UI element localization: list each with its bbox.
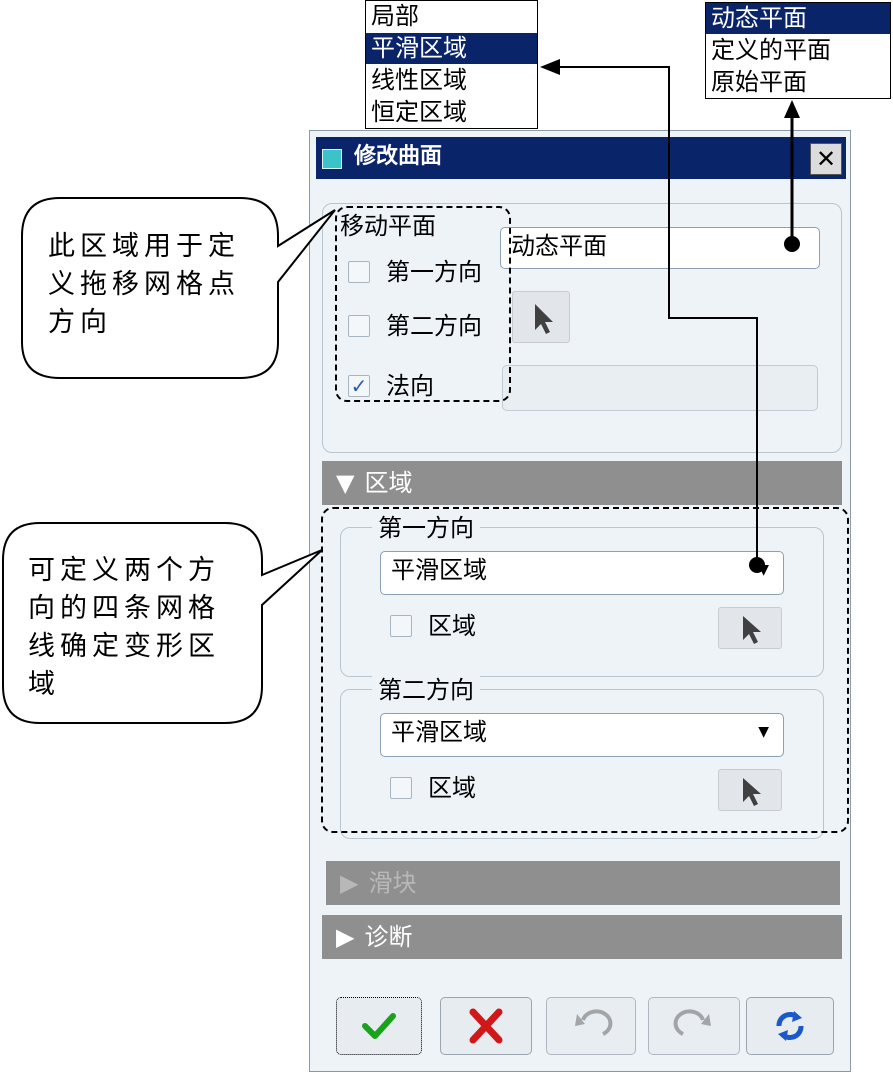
diagnosis-section-header[interactable]: ▶ 诊断 [322,915,842,959]
callout-bottom-line: 线确定变形区 [28,631,220,662]
first-direction-label: 第一方向 [386,258,482,286]
first-direction-region-select-button[interactable] [718,607,782,649]
plane-option-dynamic[interactable]: 动态平面 [706,3,890,34]
region-option-local[interactable]: 局部 [371,2,419,30]
cancel-button[interactable] [440,997,532,1055]
move-plane-highlight [335,206,511,402]
normal-label: 法向 [386,372,434,400]
region-option-constant[interactable]: 恒定区域 [371,98,467,126]
callout-top-line: 方向 [48,307,112,338]
callout-bottom-line: 域 [28,669,60,700]
refresh-icon [776,1011,804,1041]
region-option-linear[interactable]: 线性区域 [371,66,467,94]
region-highlight [321,507,849,833]
move-plane-legend: 移动平面 [340,212,436,240]
red-x-icon [469,1008,503,1044]
undo-icon [575,1009,613,1036]
first-direction-checkbox[interactable] [348,261,370,283]
cursor-arrow-icon [535,304,553,334]
callout-top-text: 此区域用于定 义拖移网格点 方向 [48,228,240,342]
region-option-smooth[interactable]: 平滑区域 [366,33,537,64]
dialog-app-icon [322,149,342,169]
triangle-right-icon: ▶ [336,923,355,951]
diagnosis-section-title: 诊断 [364,923,413,951]
close-button[interactable]: ✕ [810,143,842,175]
first-direction-region-checkbox[interactable] [390,615,412,637]
second-direction-region-checkbox[interactable] [390,777,412,799]
region-second-direction-group [340,689,824,839]
undo-button[interactable] [546,997,636,1055]
plane-type-popup: 动态平面 定义的平面 原始平面 [705,2,891,99]
second-direction-region-value: 平滑区域 [391,718,487,746]
region-section-title: 区域 [364,469,413,497]
callout-bottom-line: 向的四条网格 [28,593,220,624]
region-second-direction-legend: 第二方向 [372,675,480,705]
dialog-title: 修改曲面 [354,144,443,169]
plane-option-defined[interactable]: 定义的平面 [711,36,831,64]
region-type-popup: 局部 平滑区域 线性区域 恒定区域 [365,0,538,129]
triangle-right-icon: ▶ [340,869,359,897]
plane-option-original[interactable]: 原始平面 [711,68,807,96]
close-icon: ✕ [815,145,837,173]
cursor-arrow-icon [743,778,761,806]
second-direction-checkbox[interactable] [348,315,370,337]
normal-checkbox[interactable]: ✓ [348,375,370,397]
ok-button[interactable] [336,997,422,1055]
redo-icon [673,1009,711,1036]
callout-bottom-text: 可定义两个方 向的四条网格 线确定变形区 域 [28,552,220,704]
region-section-header[interactable]: ▼ 区域 [322,461,842,505]
second-direction-region-select-button[interactable] [718,769,782,811]
title-bar: 修改曲面 ✕ [316,137,846,179]
second-direction-region-label: 区域 [428,774,476,802]
normal-reference-field[interactable] [502,365,818,411]
region-first-direction-legend: 第一方向 [372,513,480,543]
slider-section-title: 滑块 [368,869,417,897]
redo-button[interactable] [648,997,740,1055]
plane-type-dropdown[interactable]: 动态平面 [500,227,820,269]
check-mark-icon: ✓ [350,374,368,398]
check-icon [362,1013,396,1039]
apply-refresh-button[interactable] [746,997,834,1055]
callout-top-line: 此区域用于定 [48,231,240,262]
cursor-arrow-icon [743,616,761,644]
dropdown-arrow-icon: ▼ [758,724,769,740]
triangle-down-icon: ▼ [336,469,355,497]
first-direction-region-value: 平滑区域 [391,556,487,584]
callout-bottom-line: 可定义两个方 [28,555,220,586]
callout-top-line: 义拖移网格点 [48,269,240,300]
second-direction-label: 第二方向 [386,312,482,340]
second-direction-region-dropdown[interactable]: 平滑区域 ▼ [380,713,784,757]
first-direction-region-label: 区域 [428,612,476,640]
plane-select-button[interactable] [512,291,570,343]
slider-section-header[interactable]: ▶ 滑块 [326,861,840,905]
